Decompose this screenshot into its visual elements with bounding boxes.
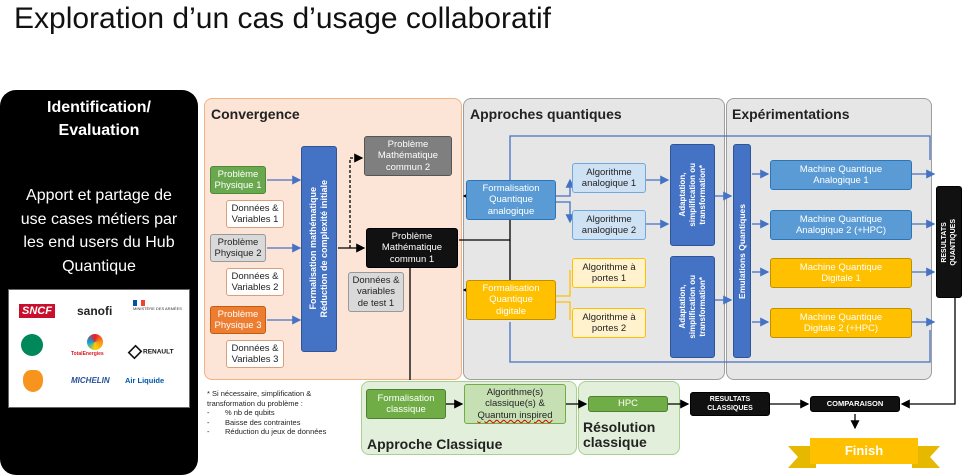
footnote-line: transformation du problème : bbox=[207, 398, 303, 408]
sncf-logo: SNCF bbox=[19, 304, 55, 318]
resolution-line: classique bbox=[583, 434, 647, 450]
footnote-item: -% nb de qubits bbox=[207, 408, 275, 418]
text-line: Apport et partage de bbox=[26, 187, 172, 204]
totalenergies-logo: TotalEnergies bbox=[71, 334, 131, 357]
finish-ribbon bbox=[788, 438, 940, 468]
heading-line: Evaluation bbox=[58, 122, 140, 139]
resolution-line: Résolution bbox=[583, 419, 656, 435]
text-line: Quantique bbox=[62, 257, 136, 275]
footnote-line: * Si nécessaire, simplification & bbox=[207, 389, 312, 398]
resolution-region bbox=[578, 381, 680, 455]
lotus-icon bbox=[23, 370, 43, 392]
comparaison[interactable]: COMPARAISON bbox=[810, 396, 900, 412]
resolution-title: Résolution classique bbox=[583, 420, 655, 450]
quantum-title: Approches quantiques bbox=[470, 106, 622, 122]
emulations-quantiques[interactable]: Emulations Quantiques bbox=[733, 144, 751, 358]
sanofi-logo: sanofi bbox=[77, 304, 113, 318]
footnote-item: -Réduction du jeux de données bbox=[207, 427, 327, 437]
identification-heading: Identification/ Evaluation bbox=[0, 96, 198, 142]
text-line: les end users du Hub bbox=[23, 234, 175, 251]
text-line: use cases métiers par bbox=[20, 210, 178, 228]
identification-text: Apport et partage de use cases métiers p… bbox=[8, 184, 190, 278]
identification-panel bbox=[0, 90, 198, 475]
page-title: Exploration d’un cas d’usage collaborati… bbox=[14, 2, 551, 35]
ministere-armees-logo: MINISTÈRE DES ARMÉES bbox=[133, 300, 183, 311]
renault-logo: RENAULT bbox=[127, 344, 174, 360]
classic-title: Approche Classique bbox=[367, 436, 503, 452]
experimentations-title: Expérimentations bbox=[732, 106, 850, 122]
partner-logos: SNCF sanofi MINISTÈRE DES ARMÉES TotalEn… bbox=[8, 289, 190, 408]
air-liquide-logo: Air Liquide bbox=[125, 376, 165, 385]
michelin-logo: MICHELIN bbox=[71, 376, 110, 385]
credit-agricole-icon bbox=[21, 334, 43, 356]
convergence-title: Convergence bbox=[211, 106, 300, 122]
footnote: * Si nécessaire, simplification & transf… bbox=[207, 389, 359, 437]
donnees-variables-2: Données &Variables 2 bbox=[226, 268, 284, 296]
footnote-item: -Baisse des contraintes bbox=[207, 417, 301, 427]
hpc[interactable]: HPC bbox=[588, 396, 668, 412]
donnees-variables-3: Données &Variables 3 bbox=[226, 340, 284, 368]
donnees-variables-1: Données &Variables 1 bbox=[226, 200, 284, 228]
algorithmes-classiques[interactable]: Algorithme(s)classique(s) &Quantum inspi… bbox=[464, 384, 566, 424]
finish-label: Finish bbox=[844, 443, 884, 459]
heading-line: Identification/ bbox=[47, 99, 151, 116]
